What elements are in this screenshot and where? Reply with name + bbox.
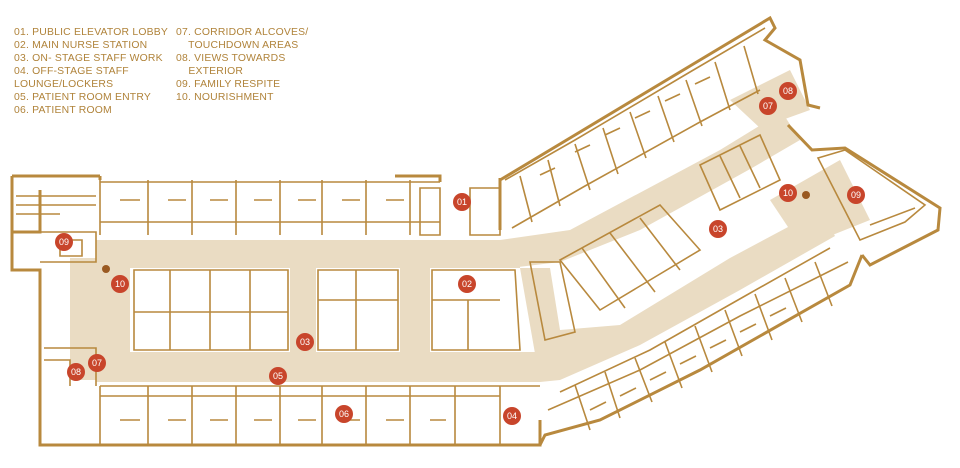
marker-01: 01 [453,193,471,211]
legend-item: 04. OFF-STAGE STAFF [14,66,129,77]
west-respite-area [16,195,97,386]
legend-item: 01. PUBLIC ELEVATOR LOBBY [14,27,168,38]
legend-item: 10. NOURISHMENT [176,92,274,103]
legend-item: TOUCHDOWN AREAS [176,40,299,51]
legend: 01. PUBLIC ELEVATOR LOBBY 02. MAIN NURSE… [14,26,334,126]
marker-04: 04 [503,407,521,425]
marker-09-east: 09 [847,186,865,204]
legend-item: LOUNGE/LOCKERS [14,79,114,90]
marker-label: 09 [851,190,861,200]
marker-label: 07 [763,101,773,111]
marker-08-west: 08 [67,363,85,381]
marker-label: 08 [71,367,81,377]
nourishment-dot [802,191,810,199]
west-patient-rooms-north [99,180,440,235]
marker-label: 01 [457,197,467,207]
marker-label: 09 [59,237,69,247]
marker-06: 06 [335,405,353,423]
legend-item: 09. FAMILY RESPITE [176,79,281,90]
legend-item: EXTERIOR [176,66,244,77]
exterior-walls [10,15,942,447]
marker-10-east: 10 [779,184,797,202]
legend-item: 02. MAIN NURSE STATION [14,40,148,51]
marker-05: 05 [269,367,287,385]
legend-item: 08. VIEWS TOWARDS [176,53,286,64]
marker-label: 08 [783,86,793,96]
northeast-core-rooms [529,133,782,341]
marker-10-west: 10 [111,275,129,293]
marker-07-east: 07 [759,97,777,115]
northeast-patient-rooms [504,27,766,229]
marker-label: 06 [339,409,349,419]
marker-08-east: 08 [779,82,797,100]
marker-03-west: 03 [296,333,314,351]
marker-label: 10 [115,279,125,289]
legend-item: 06. PATIENT ROOM [14,105,112,116]
west-patient-rooms-south [99,385,540,445]
east-respite-room [816,149,927,242]
nourishment-dot [102,265,110,273]
legend-item: 03. ON- STAGE STAFF WORK [14,53,163,64]
marker-label: 07 [92,358,102,368]
legend-column-right: 07. CORRIDOR ALCOVES/ TOUCHDOWN AREAS 08… [176,26,308,104]
marker-label: 04 [507,411,517,421]
marker-03-east: 03 [709,220,727,238]
marker-07-west: 07 [88,354,106,372]
marker-label: 02 [462,279,472,289]
west-core-rooms [133,187,521,351]
legend-column-left: 01. PUBLIC ELEVATOR LOBBY 02. MAIN NURSE… [14,26,168,117]
legend-item: 05. PATIENT ROOM ENTRY [14,92,152,103]
southeast-patient-rooms [547,247,849,431]
marker-02: 02 [458,275,476,293]
legend-item: 07. CORRIDOR ALCOVES/ [176,27,309,38]
corridor-fill [70,70,870,382]
marker-09-west: 09 [55,233,73,251]
marker-label: 03 [300,337,310,347]
marker-label: 03 [713,224,723,234]
marker-label: 05 [273,371,283,381]
marker-label: 10 [783,188,793,198]
